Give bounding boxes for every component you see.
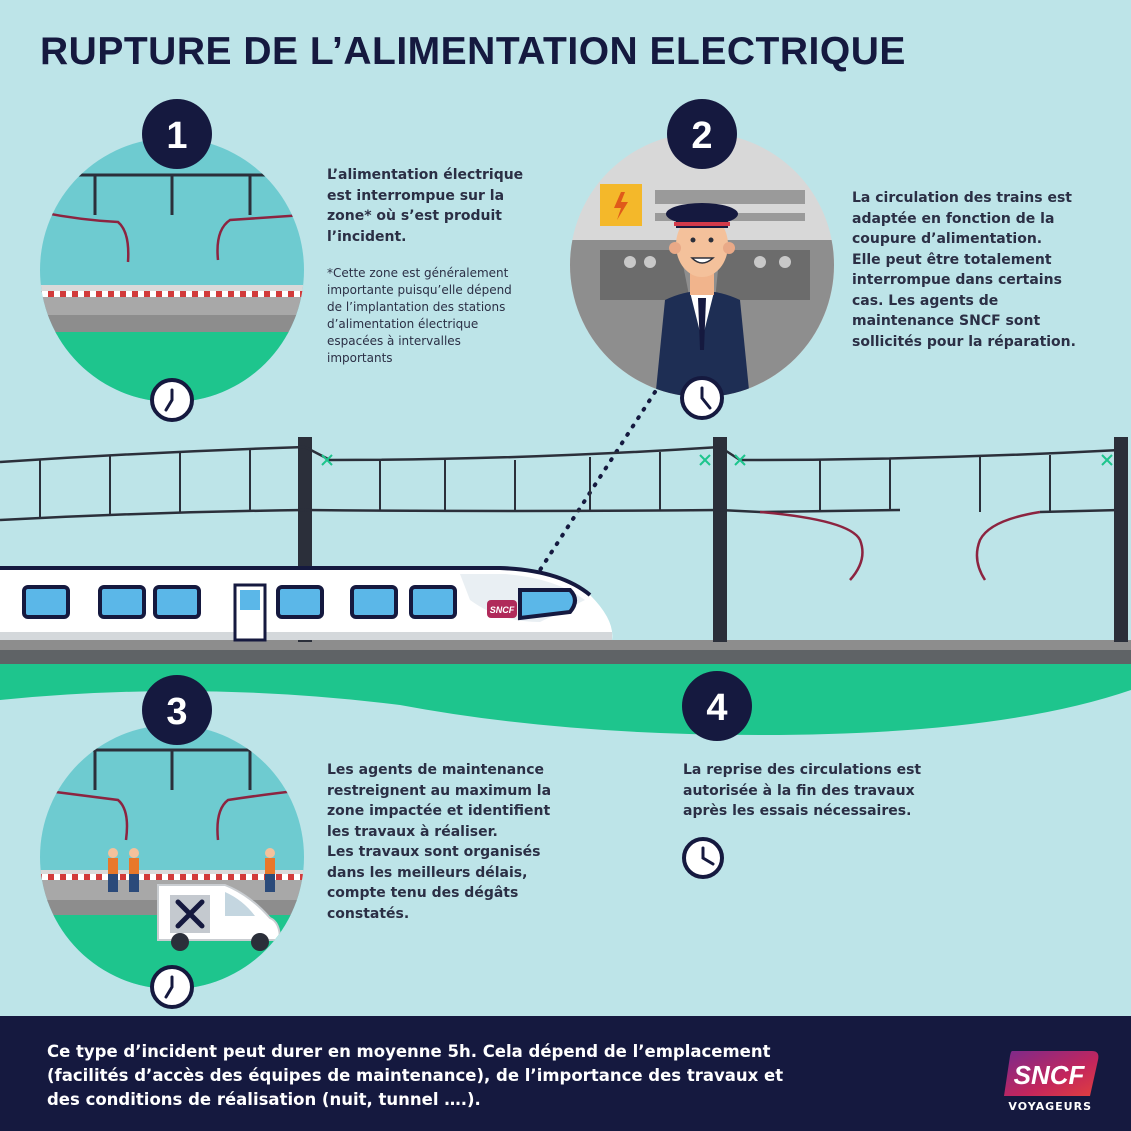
- sncf-logo: SNCF: [1004, 1051, 1099, 1096]
- step-3-text: Les agents de maintenance restreignent a…: [327, 762, 552, 922]
- step-2-illustration: [570, 133, 834, 420]
- step-1-badge: 1: [142, 99, 212, 169]
- footer-banner: Ce type d’incident peut durer en moyenne…: [0, 1016, 1131, 1131]
- step-1-illustration: [40, 138, 304, 422]
- step-2-badge: 2: [667, 99, 737, 169]
- step-4-badge: 4: [682, 671, 752, 741]
- step-1-text: L’alimentation électrique est interrompu…: [327, 167, 524, 245]
- step-4-text: La reprise des circulations est autorisé…: [683, 762, 922, 819]
- railway-scene: SNCF: [0, 437, 1131, 735]
- svg-text:2: 2: [691, 115, 712, 157]
- page-title: RUPTURE DE L’ALIMENTATION ELECTRIQUE: [40, 30, 906, 73]
- step-1-note: *Cette zone est généralement importante …: [327, 266, 512, 365]
- footer-text: Ce type d’incident peut durer en moyenne…: [47, 1042, 784, 1109]
- infographic-scene: SNCF: [0, 99, 1131, 1009]
- step-2-text: La circulation des trains est adaptée en…: [852, 190, 1076, 350]
- step-3-illustration: [40, 725, 304, 1009]
- svg-text:3: 3: [166, 691, 187, 733]
- svg-text:4: 4: [706, 687, 727, 729]
- sncf-logo-subtitle: VOYAGEURS: [1008, 1100, 1092, 1113]
- svg-text:1: 1: [166, 115, 187, 157]
- svg-text:SNCF: SNCF: [1014, 1060, 1086, 1090]
- train-logo: SNCF: [490, 605, 515, 615]
- step-3-badge: 3: [142, 675, 212, 745]
